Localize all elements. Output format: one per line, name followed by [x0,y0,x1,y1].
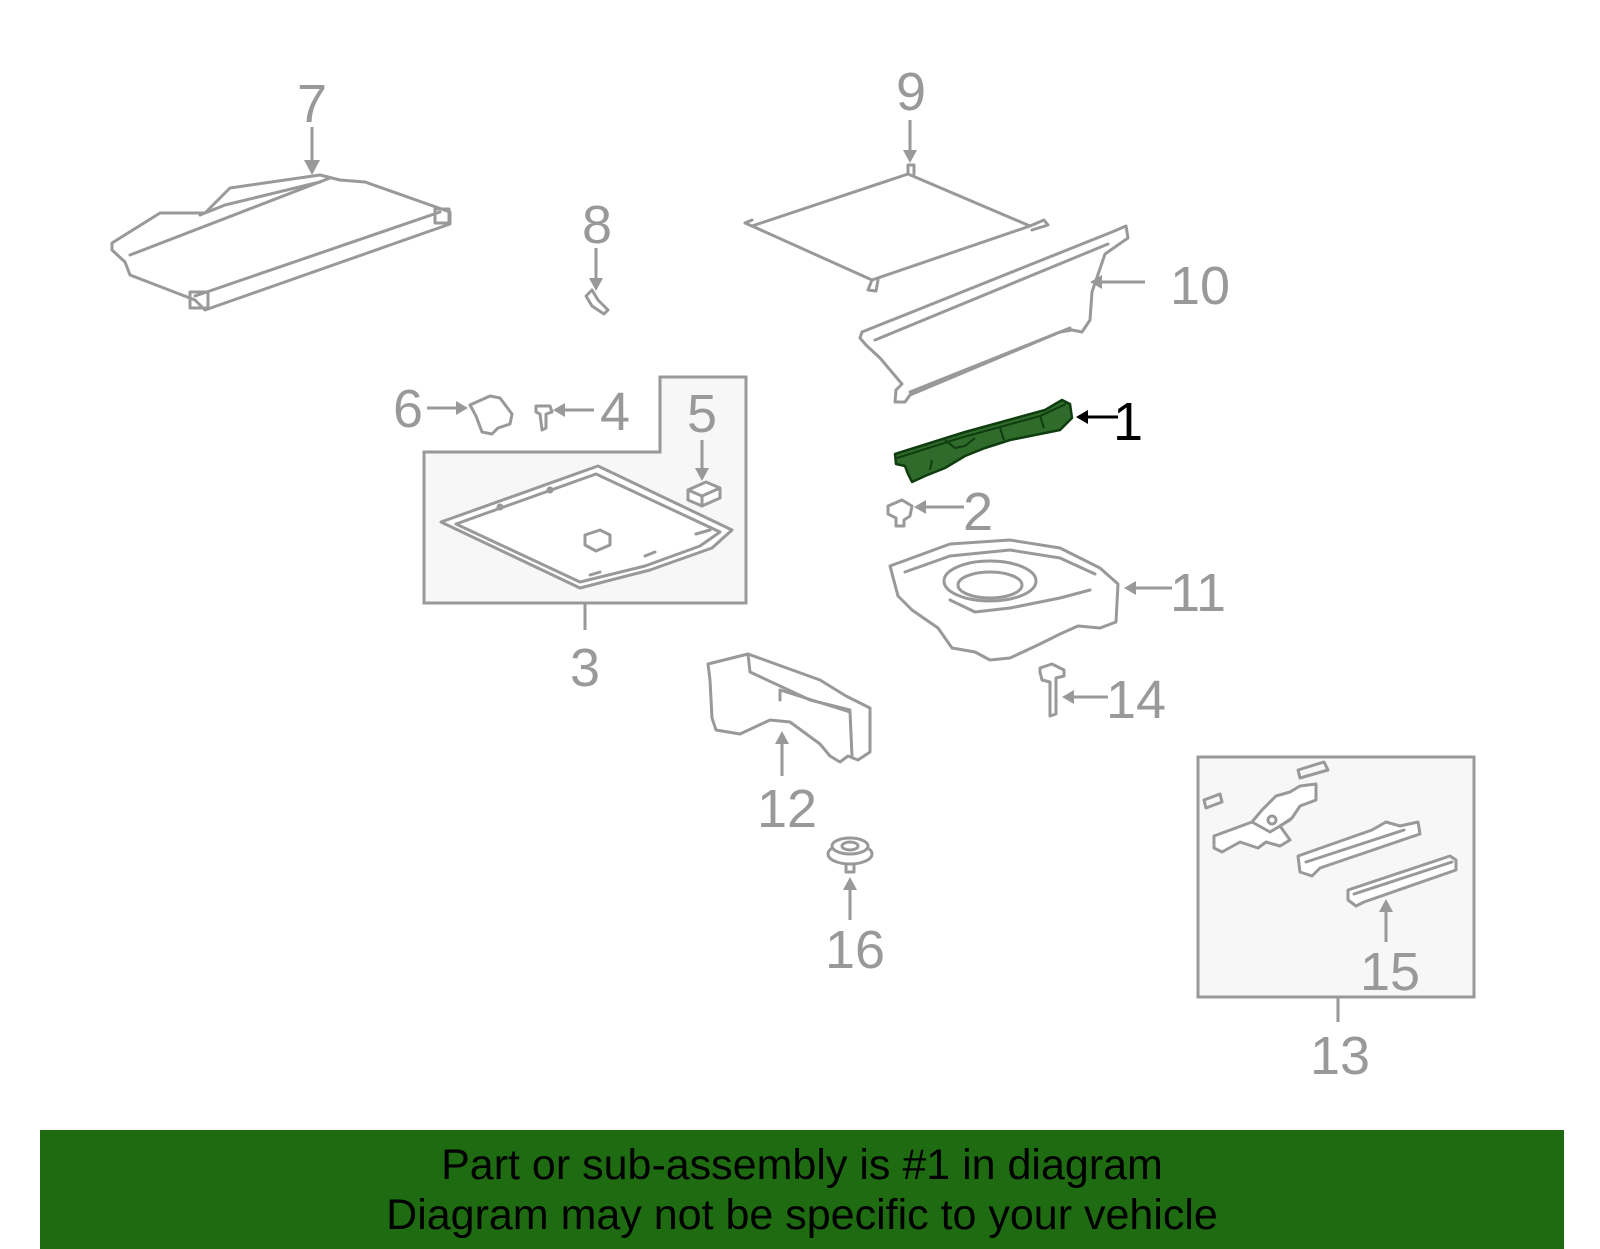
callout-7: 7 [297,74,327,134]
callout-11: 11 [1170,563,1226,623]
callout-14: 14 [1106,670,1166,730]
part-1-highlighted[interactable] [893,398,1074,484]
part-8-hook[interactable] [584,288,610,316]
banner-line-1: Part or sub-assembly is #1 in diagram [441,1141,1163,1189]
part-3-floor-mat[interactable] [439,464,734,590]
part-6-clip[interactable] [468,394,514,436]
part-11-tire-tub[interactable] [888,538,1120,662]
callout-2: 2 [963,482,993,542]
callout-12: 12 [757,779,817,839]
part-12-side-panel[interactable] [706,652,872,764]
part-7-cargo-cover[interactable] [110,173,452,312]
callout-3: 3 [570,638,600,698]
banner-line-2: Diagram may not be specific to your vehi… [386,1191,1218,1239]
callout-9: 9 [896,62,926,122]
part-13-jack-tools[interactable] [1202,760,1458,908]
callout-16: 16 [825,920,885,980]
callout-13: 13 [1310,1026,1370,1086]
callout-1: 1 [1113,392,1143,452]
callout-5: 5 [687,384,717,444]
part-4-pin[interactable] [534,404,554,432]
callout-4: 4 [600,382,630,442]
part-5-block[interactable] [686,480,722,508]
callout-10: 10 [1170,256,1230,316]
callout-15: 15 [1360,942,1420,1002]
part-16-grommet[interactable] [826,836,874,874]
info-banner: Part or sub-assembly is #1 in diagram Di… [40,1130,1564,1249]
callout-8: 8 [582,195,612,255]
callout-6: 6 [393,379,423,439]
part-14-hook[interactable] [1038,662,1066,718]
part-2-clip[interactable] [886,498,914,528]
part-9-cargo-net[interactable] [743,163,1050,293]
part-10-partition[interactable] [858,224,1130,404]
